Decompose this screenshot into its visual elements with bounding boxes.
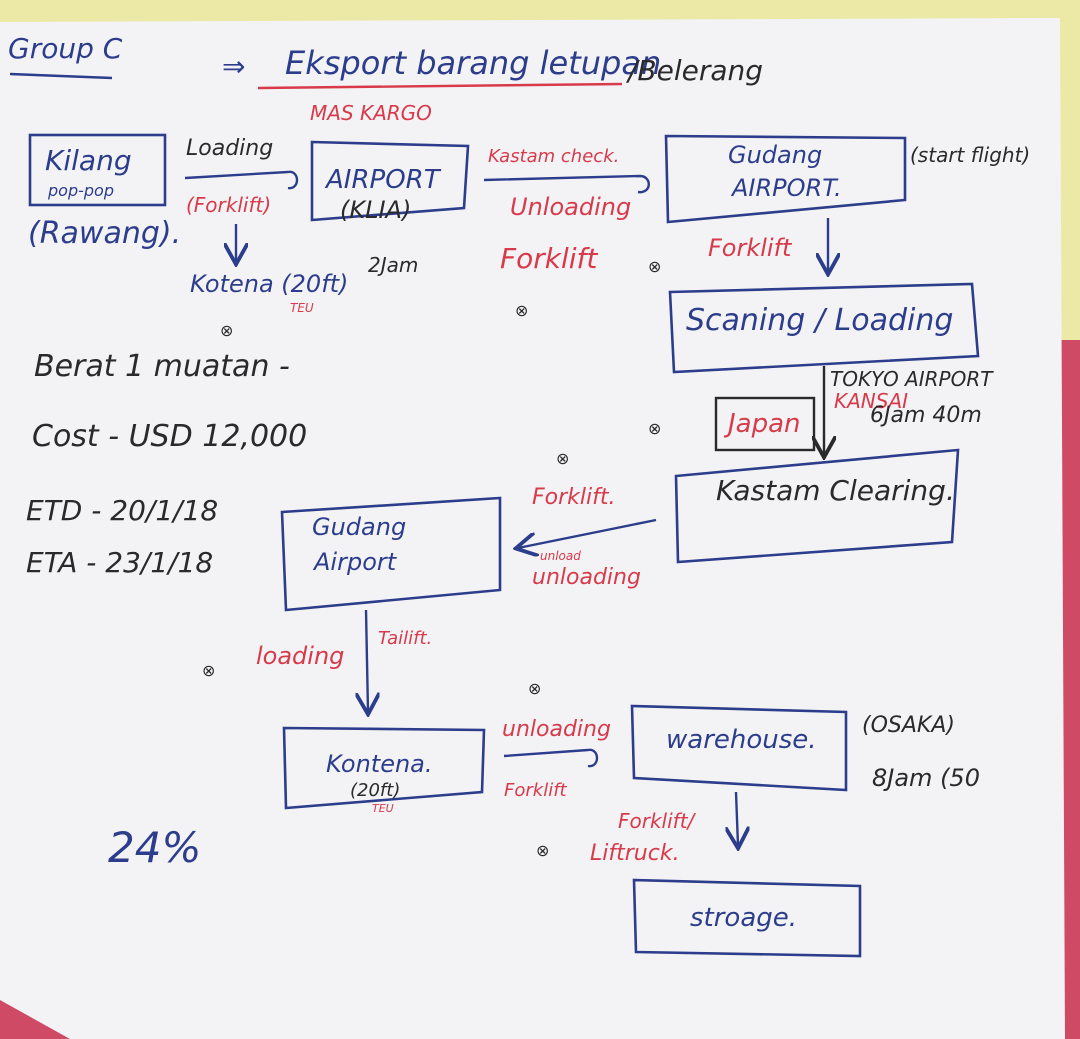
annot-6jam: 6Jam 40m (870, 403, 982, 428)
annot-2jam: 2Jam (368, 253, 418, 277)
edge-8-arrow (736, 791, 738, 846)
annot-eta: ETA - 23/1/18 (26, 546, 213, 579)
marker-icon: ⊗ (648, 419, 661, 438)
edge-5-label-bottom2: unloading (532, 565, 641, 590)
page-title: Eksport barang letupan (285, 44, 661, 82)
edge-5-label-top: Forklift. (532, 485, 616, 510)
node-warehouse-box (630, 704, 848, 792)
edge-6-label-left: loading (256, 642, 344, 670)
annot-osaka: (OSAKA) (862, 713, 955, 738)
annot-berat: Berat 1 muatan - (34, 349, 290, 384)
node-storage-box (632, 878, 862, 958)
node-storage-line1: stroage. (690, 903, 797, 933)
node-kilang-line1: Kilang (45, 144, 132, 177)
edge-1-label-top: Loading (186, 136, 273, 161)
annot-8jam: 8Jam (50 (872, 764, 980, 792)
node-scaning-box (668, 282, 980, 374)
edge-7-label-bottom: Forklift (504, 780, 568, 801)
node-kontena-line1: Kontena. (326, 750, 433, 778)
paper-sheet (0, 18, 1065, 1039)
marker-icon: ⊗ (556, 449, 569, 468)
node-kastam-clearing-box (674, 448, 960, 564)
edge-6-label-right: Tailift. (378, 628, 432, 649)
node-airport-klia-line1: AIRPORT (324, 165, 442, 195)
marker-icon: ⊗ (536, 841, 549, 860)
edge-7-arrow (503, 748, 599, 768)
node-airport-klia-box (310, 140, 470, 222)
node-gudang-airport-2-box (280, 496, 502, 612)
annot-etd: ETD - 20/1/18 (26, 494, 218, 527)
edge-2-arrow (483, 174, 650, 194)
group-label: Group C (8, 32, 123, 65)
node-gudang-airport-1-box (664, 134, 907, 224)
node-scaning-line1: Scaning / Loading (686, 303, 953, 338)
annot-kontena-20ft: Kotena (20ft) (190, 270, 348, 298)
annot-tokyo-airport: TOKYO AIRPORT (830, 367, 994, 391)
edge-6-arrow (366, 609, 368, 712)
edge-2-label-top: Kastam check. (488, 146, 619, 167)
node-warehouse-line1: warehouse. (666, 725, 817, 755)
node-kilang-line2: pop-pop (47, 181, 114, 200)
edge-1-label-bottom: (Forklift) (186, 193, 271, 217)
node-japan-label: Japan (723, 409, 801, 439)
company-label: MAS KARGO (310, 101, 432, 125)
node-gudang-airport-1-line2: AIRPORT. (730, 174, 842, 202)
edge-8-label-bottom: Liftruck. (590, 841, 680, 866)
node-kontena-box (282, 726, 486, 810)
node-gudang-airport-2-line1: Gudang (312, 513, 406, 541)
edge-2-label-below: Forklift (500, 242, 598, 275)
node-japan-box (714, 396, 816, 452)
node-kontena-line3: TEU (372, 802, 394, 815)
title-arrow: ⇒ (222, 50, 245, 83)
marker-icon: ⊗ (648, 257, 661, 276)
node-gudang-airport-1-line1: Gudang (728, 141, 822, 169)
node-kilang-box (28, 133, 167, 207)
annot-kansai: KANSAI (834, 389, 908, 413)
group-underline (9, 72, 113, 80)
node-kilang-line3: (Rawang). (28, 216, 181, 251)
marker-icon: ⊗ (528, 679, 541, 698)
node-gudang-airport-2-line2: Airport (312, 548, 398, 576)
edge-5-label-bottom1: unload (540, 549, 581, 563)
node-airport-klia-line2: (KLIA) (340, 196, 411, 224)
node-kastam-clearing-line1: Kastam Clearing. (716, 474, 955, 507)
marker-icon: ⊗ (202, 661, 215, 680)
marker-icon: ⊗ (515, 301, 528, 320)
annot-cost: Cost - USD 12,000 (32, 419, 307, 454)
edge-2-label-bottom: Unloading (510, 193, 631, 221)
edge-3-label: Forklift (708, 234, 793, 262)
marker-icon: ⊗ (220, 321, 233, 340)
page-title-suffix: /Belerang (625, 54, 763, 87)
edge-1-arrow (184, 170, 299, 190)
annot-teu: TEU (290, 301, 314, 315)
node-kontena-line2: (20ft) (350, 780, 400, 801)
edge-5-arrow (518, 518, 657, 548)
annot-percent: 24% (108, 823, 201, 872)
title-underline (257, 82, 623, 90)
annot-start-flight: (start flight) (910, 143, 1030, 167)
edge-8-label-top: Forklift/ (618, 809, 697, 833)
edge-7-label-top: unloading (502, 717, 611, 742)
